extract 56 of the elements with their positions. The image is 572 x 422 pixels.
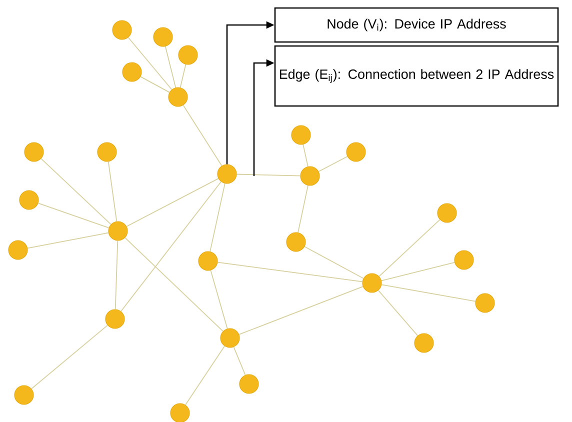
link-line <box>27 232 109 249</box>
circle-node <box>300 166 320 186</box>
circle-node <box>24 142 44 162</box>
link-line <box>233 346 246 376</box>
link-line <box>126 178 219 227</box>
link-line <box>210 183 226 252</box>
link-line <box>164 46 176 88</box>
link-line <box>381 284 476 302</box>
link-line <box>381 262 455 282</box>
circle-node <box>346 142 366 162</box>
circle-node <box>437 203 457 223</box>
link-line <box>298 185 308 233</box>
circle-node <box>97 142 117 162</box>
circle-node <box>178 45 198 65</box>
circle-node <box>291 125 311 145</box>
link-line <box>31 324 108 390</box>
circle-node <box>8 240 28 260</box>
link-line <box>378 290 418 336</box>
circle-node <box>112 20 132 40</box>
label-box: Node (V$_{i}$): Device IP Address <box>274 7 559 43</box>
link-line <box>302 144 308 167</box>
circle-node <box>105 309 125 329</box>
link-line <box>140 76 170 93</box>
link-line <box>185 346 226 406</box>
link-line <box>318 156 348 172</box>
circle-node <box>454 250 474 270</box>
link-line <box>120 181 222 312</box>
circle-node <box>122 62 142 82</box>
link-line <box>180 64 186 88</box>
circle-node <box>286 232 306 252</box>
circle-node <box>168 87 188 107</box>
circle-node <box>220 328 240 348</box>
link-line <box>40 158 112 225</box>
circle-node <box>475 293 495 313</box>
circle-node <box>153 27 173 47</box>
link-line <box>238 286 364 335</box>
link-line <box>114 240 118 310</box>
circle-node <box>14 385 34 405</box>
link-line <box>304 246 364 279</box>
circle-node <box>198 251 218 271</box>
circle-node <box>19 190 39 210</box>
label-box: Edge (E$_{ij}$): Connection between 2 IP Address <box>274 45 559 107</box>
circle-node <box>217 164 237 184</box>
circle-node <box>108 221 128 241</box>
link-line <box>38 202 110 228</box>
link-line <box>236 174 301 176</box>
link-line <box>124 237 224 332</box>
circle-node <box>239 374 259 394</box>
link-line <box>182 104 222 166</box>
link-line <box>128 37 172 90</box>
circle-node <box>414 333 434 353</box>
circle-node <box>362 273 382 293</box>
link-line <box>217 262 363 282</box>
link-line <box>378 219 440 277</box>
link-line <box>108 161 118 222</box>
link-line <box>210 270 228 330</box>
